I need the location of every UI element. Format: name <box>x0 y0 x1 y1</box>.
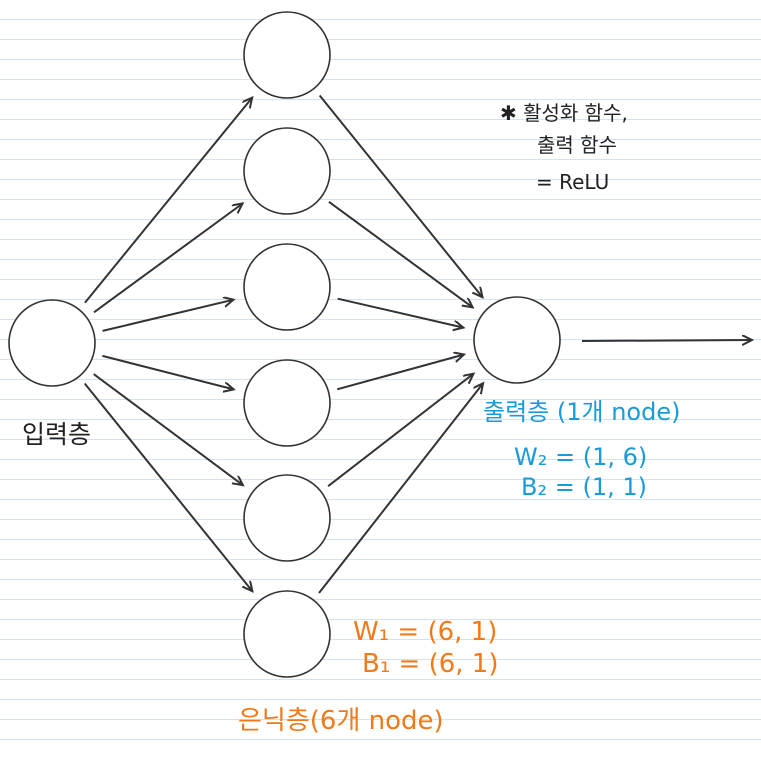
hidden-bias-shape: B₁ = (6, 1) <box>362 649 499 679</box>
arrow-hidden-5-to-output <box>327 374 473 487</box>
arrow-hidden-2-to-output <box>328 200 473 308</box>
hidden-node-3 <box>243 243 331 331</box>
hidden-node-4 <box>243 359 331 447</box>
hidden-node-6 <box>243 590 331 678</box>
note-line-1: ✱ 활성화 함수, <box>500 101 628 125</box>
note-line-2: 출력 함수 <box>537 133 617 157</box>
arrow-input-to-hidden-3 <box>102 300 234 332</box>
arrow-input-to-hidden-4 <box>102 354 233 390</box>
arrow-input-to-hidden-6 <box>83 382 253 592</box>
neuron-nodes <box>8 11 561 678</box>
arrow-input-to-hidden-2 <box>93 204 243 314</box>
input-layer-label: 입력층 <box>22 420 92 449</box>
hidden-node-5 <box>243 474 331 562</box>
input-node <box>8 299 96 387</box>
hidden-node-1 <box>243 11 331 99</box>
arrow-hidden-4-to-output <box>336 355 464 391</box>
arrow-input-to-hidden-5 <box>93 373 243 485</box>
output-bias-shape: B₂ = (1, 1) <box>521 473 647 501</box>
arrow-hidden-3-to-output <box>337 297 464 328</box>
hidden-layer-label: 은닉층(6개 node) <box>238 706 444 736</box>
output-layer-label: 출력층 (1개 node) <box>483 398 681 426</box>
hidden-node-2 <box>243 127 331 215</box>
arrow-hidden-1-to-output <box>318 94 483 298</box>
arrow-hidden-6-to-output <box>318 383 483 594</box>
arrow-output <box>581 340 752 341</box>
note-line-3: = ReLU <box>536 170 610 194</box>
output-node <box>473 296 561 384</box>
arrow-input-to-hidden-1 <box>84 98 252 304</box>
output-weight-shape: W₂ = (1, 6) <box>514 443 648 471</box>
connection-arrows <box>83 94 752 594</box>
hidden-weight-shape: W₁ = (6, 1) <box>353 617 498 647</box>
